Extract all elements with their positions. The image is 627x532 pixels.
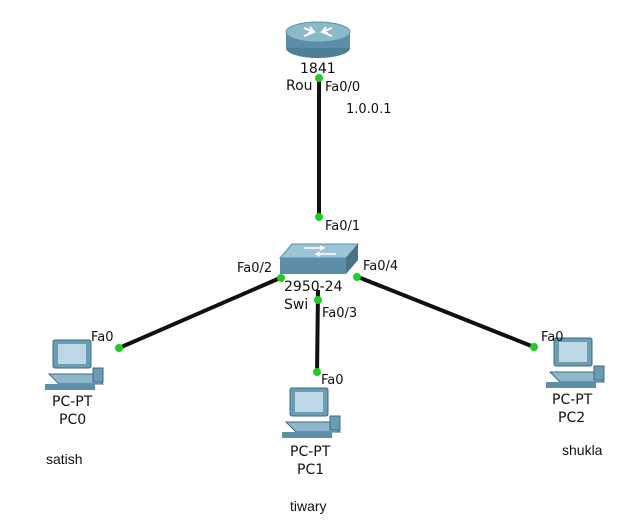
router-port-label: Fa0/0 xyxy=(325,80,361,95)
router-name-label: Rou xyxy=(286,78,313,94)
link-status-dot xyxy=(353,273,361,281)
link-status-dot xyxy=(315,213,323,221)
link-switch-pc1[interactable] xyxy=(315,289,320,375)
pc2-port-label: Fa0 xyxy=(541,330,564,345)
link-status-dot xyxy=(277,274,285,282)
pc1-port-label: Fa0 xyxy=(321,373,344,388)
pc2-type-label: PC-PT xyxy=(552,392,593,408)
pc2-note: shukla xyxy=(562,442,603,458)
pc0-note: satish xyxy=(46,451,83,467)
router-model-label: 1841 xyxy=(300,61,336,77)
pc1-type-label: PC-PT xyxy=(290,444,331,460)
switch-icon[interactable] xyxy=(278,243,360,274)
pc0-name-label: PC0 xyxy=(59,412,87,428)
switch-port-fa0-4: Fa0/4 xyxy=(363,259,399,274)
link-status-dot xyxy=(313,368,321,376)
pc-icon[interactable] xyxy=(45,338,107,394)
link-status-dot xyxy=(115,344,123,352)
pc2-name-label: PC2 xyxy=(558,410,586,426)
link-status-dot xyxy=(315,74,323,82)
link-switch-pc0[interactable] xyxy=(118,276,281,350)
link-status-dot xyxy=(530,343,538,351)
router-icon[interactable] xyxy=(285,21,351,58)
pc0-type-label: PC-PT xyxy=(52,394,93,410)
pc1-name-label: PC1 xyxy=(297,462,325,478)
link-status-dot xyxy=(314,296,322,304)
pc0-port-label: Fa0 xyxy=(91,330,114,345)
link-switch-pc2[interactable] xyxy=(357,275,535,349)
switch-port-fa0-2: Fa0/2 xyxy=(237,261,273,276)
switch-port-fa0-3: Fa0/3 xyxy=(322,306,358,322)
switch-model-label: 2950-24 xyxy=(284,279,343,295)
pc-icon[interactable] xyxy=(546,336,608,392)
router-ip-label: 1.0.0.1 xyxy=(346,102,392,117)
pc-icon[interactable] xyxy=(282,386,344,442)
switch-name-label: Swi xyxy=(284,297,309,313)
pc1-note: tiwary xyxy=(290,498,327,514)
switch-port-fa0-1: Fa0/1 xyxy=(325,219,361,234)
